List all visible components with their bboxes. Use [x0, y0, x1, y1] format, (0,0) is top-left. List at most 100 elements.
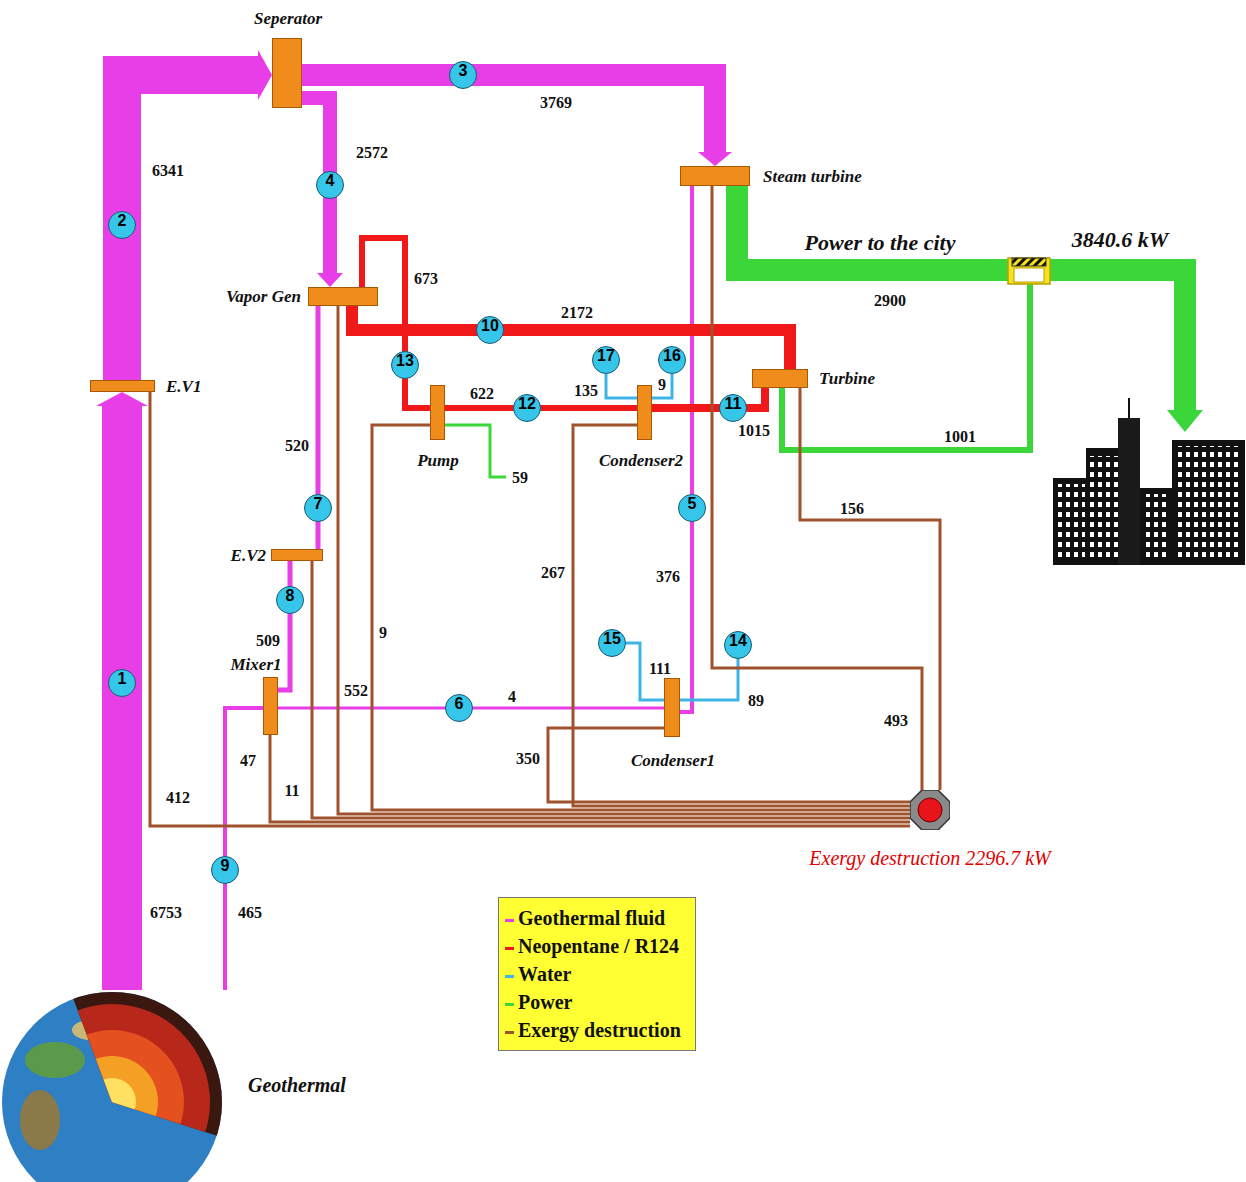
- flow-path: [548, 728, 910, 802]
- exergy-value: 376: [654, 568, 682, 585]
- state-number: 2: [109, 212, 135, 230]
- flow-band: [362, 238, 430, 408]
- destruction-symbol: [910, 790, 950, 830]
- building-windows: [1090, 456, 1122, 560]
- state-circle: 5: [678, 494, 706, 522]
- legend-text: Geothermal fluid: [518, 907, 665, 929]
- component-bar: Turbine: [752, 369, 808, 388]
- antenna: [1128, 398, 1130, 418]
- state-number: 8: [277, 587, 303, 605]
- component-label: Geothermal: [248, 1075, 346, 1095]
- state-number: 6: [446, 695, 472, 713]
- component-bar: Vapor Gen: [308, 287, 378, 306]
- state-number: 5: [679, 495, 705, 513]
- state-number: 12: [514, 395, 540, 413]
- exergy-value: 552: [342, 682, 370, 699]
- building-windows: [1144, 494, 1168, 560]
- flow-band: [96, 392, 148, 990]
- exergy-value: 465: [236, 904, 264, 921]
- component-bar: Pump: [430, 385, 445, 440]
- earth-surface: [2, 992, 222, 1182]
- flow-path: [225, 708, 263, 990]
- state-number: 9: [212, 857, 238, 875]
- state-number: 13: [392, 352, 418, 370]
- flow-band: [800, 388, 940, 790]
- component-label: Condenser1: [631, 751, 715, 771]
- flow-path: [680, 659, 738, 700]
- component-label: Condenser2: [599, 451, 683, 471]
- state-circle: 16: [658, 346, 686, 374]
- exergy-value: 47: [238, 752, 258, 769]
- flow-path: [372, 425, 910, 810]
- exergy-value: 2172: [559, 304, 595, 321]
- legend-text: Power: [518, 991, 572, 1013]
- exergy-value: 135: [572, 382, 600, 399]
- legend-text: Exergy destruction: [518, 1019, 681, 1041]
- land: [25, 1042, 85, 1078]
- pump-power-value: 59: [510, 469, 530, 486]
- legend-text: Water: [518, 963, 571, 985]
- flow-arrowhead: [317, 273, 343, 287]
- flow-arrowhead: [698, 152, 732, 166]
- state-circle: 4: [316, 171, 344, 199]
- state-circle: 10: [476, 316, 504, 344]
- flow-path: [270, 735, 910, 822]
- exergy-value: 156: [838, 500, 866, 517]
- exergy-value: 6341: [150, 162, 186, 179]
- state-number: 15: [599, 630, 625, 648]
- state-circle: 15: [598, 629, 626, 657]
- legend-row: Geothermal fluid: [505, 904, 681, 932]
- legend-swatch: [505, 975, 514, 978]
- building-windows: [1057, 484, 1085, 560]
- flow-path: [680, 186, 692, 712]
- state-circle: 13: [391, 351, 419, 379]
- legend-swatch: [505, 1031, 514, 1034]
- component-label: Pump: [417, 451, 459, 471]
- state-circle: 17: [592, 346, 620, 374]
- flow-path: [338, 306, 910, 814]
- exergy-value: 509: [254, 632, 282, 649]
- legend-row: Power: [505, 988, 681, 1016]
- state-number: 14: [725, 632, 751, 650]
- tower: [1118, 418, 1140, 565]
- flow-path: [302, 75, 715, 153]
- legend-swatch: [505, 1003, 514, 1006]
- flow-path: [102, 406, 142, 991]
- power-band: [737, 186, 1008, 270]
- flow-band: [652, 374, 672, 398]
- destruction-sink: Exergy destruction 2296.7 kW: [910, 790, 950, 830]
- total-power: 3840.6 kW: [1070, 227, 1171, 253]
- exergy-value: 493: [882, 712, 910, 729]
- exergy-value: 267: [539, 564, 567, 581]
- exergy-value: 89: [746, 692, 766, 709]
- component-label: Seperator: [254, 9, 322, 29]
- component-bar: Steam turbine: [680, 166, 750, 186]
- flow-band: [372, 425, 910, 810]
- state-circle: 2: [108, 211, 136, 239]
- component-label: Steam turbine: [763, 167, 862, 187]
- component-label: Vapor Gen: [226, 287, 301, 307]
- power-value: 2900: [872, 292, 908, 309]
- state-circle: 8: [276, 586, 304, 614]
- flow-path: [122, 75, 259, 380]
- exergy-value: 350: [514, 750, 542, 767]
- power-line: [782, 284, 1030, 450]
- power-junction: [1008, 258, 1050, 284]
- building: [1053, 478, 1089, 565]
- exergy-value: 412: [164, 789, 192, 806]
- component-bar: Condenser1: [664, 678, 680, 737]
- state-circle: 12: [513, 394, 541, 422]
- component-label: E.V1: [166, 377, 201, 397]
- power-arrowhead: [1167, 410, 1203, 432]
- flow-band: [445, 408, 637, 409]
- state-number: 3: [450, 62, 476, 80]
- power-band: [1050, 270, 1185, 412]
- component-bar: Mixer1: [263, 677, 278, 735]
- exergy-value: 6753: [148, 904, 184, 921]
- legend-swatch: [505, 919, 514, 922]
- state-circle: 11: [719, 394, 747, 422]
- exergy-value: 673: [412, 270, 440, 287]
- flow-path: [652, 374, 672, 398]
- exergy-value: 3769: [538, 94, 574, 111]
- flow-band: [122, 50, 272, 380]
